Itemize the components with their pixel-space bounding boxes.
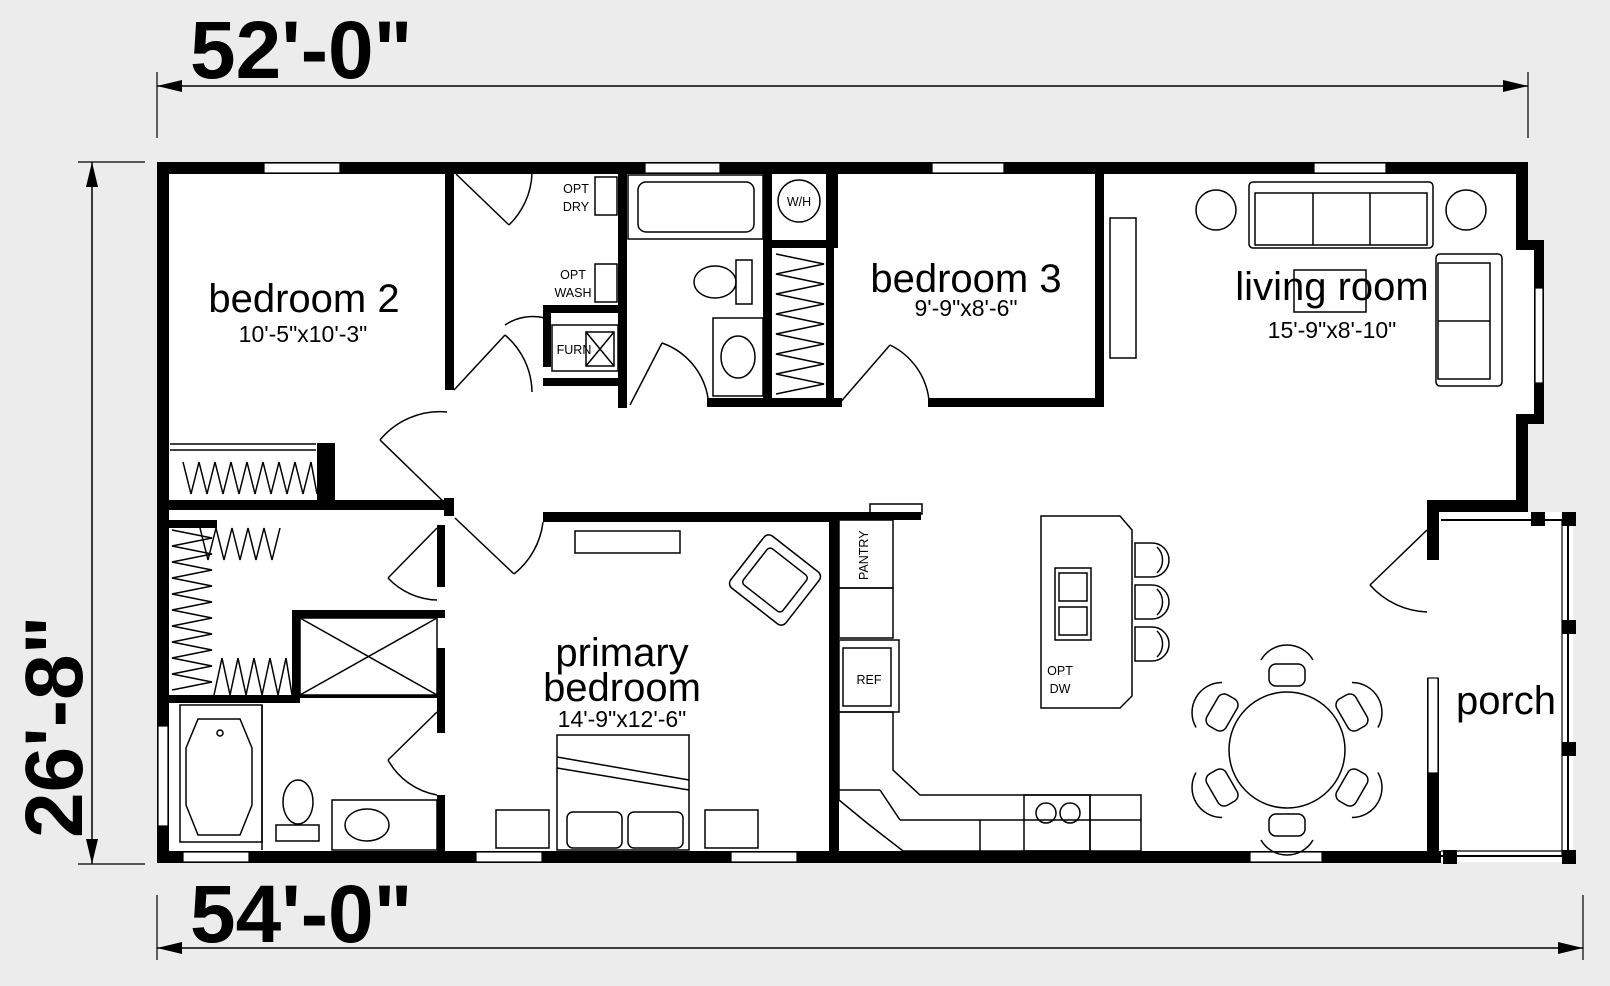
primary-bedroom-furniture — [495, 530, 822, 851]
opt-dw-label-1: OPT — [1047, 664, 1073, 678]
porch-label: porch — [1456, 679, 1556, 723]
pantry-label: PANTRY — [857, 530, 871, 580]
bedroom-3-size: 9'-9"x8'-6" — [914, 295, 1017, 321]
dimension-lines — [78, 72, 1584, 960]
dimension-arrow-left — [157, 942, 182, 954]
bedroom-2-size: 10'-5"x10'-3" — [239, 321, 368, 347]
living-room-label: living room — [1235, 265, 1428, 309]
door-swings — [170, 173, 1428, 796]
opt-dry-label-1: OPT — [563, 182, 589, 196]
closet-hangers — [171, 253, 825, 696]
opt-wash-label-1: OPT — [560, 268, 586, 282]
porch-floor — [1443, 512, 1573, 862]
top-width-dimension: 52'-0" — [190, 5, 413, 96]
living-room-furniture — [1109, 181, 1503, 387]
opt-dw-label-2: DW — [1050, 682, 1071, 696]
hall-bath-fixtures — [627, 174, 821, 397]
dimension-arrow-right — [1558, 942, 1583, 954]
porch-structure — [1441, 512, 1576, 864]
bottom-width-dimension: 54'-0" — [190, 869, 413, 960]
primary-bedroom-label-line2: bedroom — [543, 666, 701, 710]
water-heater-label: W/H — [787, 195, 811, 209]
windows — [157, 162, 1544, 863]
refrigerator-label: REF — [857, 673, 882, 687]
dining-table — [1191, 644, 1383, 856]
bedroom-2-label: bedroom 2 — [208, 277, 399, 321]
dimension-arrow-left — [157, 80, 182, 92]
water-heater-tank — [777, 179, 821, 223]
opt-dry-label-2: DRY — [563, 200, 590, 214]
primary-bath-fixtures — [179, 617, 438, 851]
primary-bedroom-label-line1: primary — [555, 631, 688, 675]
kitchen-island — [1040, 515, 1133, 709]
dimension-arrow-up — [86, 162, 98, 187]
furnace-label: FURN — [557, 343, 592, 357]
interior-walls — [157, 162, 1104, 862]
primary-bedroom-size: 14'-9"x12'-6" — [558, 706, 687, 732]
bedroom-3-label: bedroom 3 — [870, 257, 1061, 301]
living-room-size: 15'-9"x8'-10" — [1268, 317, 1397, 343]
opt-wash-label-2: WASH — [554, 286, 591, 300]
kitchen — [838, 503, 1170, 852]
laundry-fixtures — [551, 176, 619, 372]
dimension-arrow-down — [86, 839, 98, 864]
dimension-arrow-right — [1503, 80, 1528, 92]
depth-dimension: 26'-8" — [9, 616, 100, 839]
